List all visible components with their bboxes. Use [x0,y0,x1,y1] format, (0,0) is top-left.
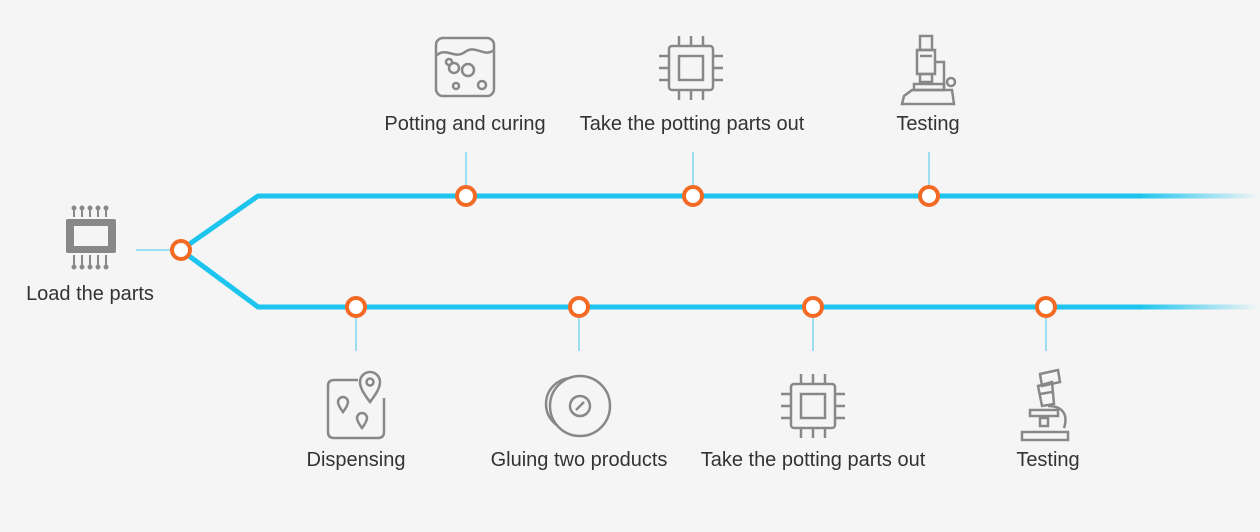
flow-lines [178,193,1143,310]
discs-icon [544,374,612,438]
microscope-icon-2 [1020,368,1070,442]
top-step-1-label: Potting and curing [384,113,546,135]
bottom-step-4-label: Testing [1016,449,1080,471]
processor-icon-2 [781,374,845,438]
potting-tray-icon [434,36,496,98]
start-label: Load the parts [26,283,154,305]
bottom-step-3-label: Take the potting parts out [700,449,926,471]
processor-icon [659,36,723,100]
microscope-icon [900,34,957,106]
bottom-step-1-label: Dispensing [306,449,406,471]
top-step-2-label: Take the potting parts out [579,113,805,135]
top-branch-line [178,193,1143,253]
node-start [170,239,192,261]
node-bottom-4 [1035,296,1057,318]
node-bottom-2 [568,296,590,318]
connectors [136,152,1047,351]
node-bottom-1 [345,296,367,318]
bottom-branch-line [178,247,1143,310]
top-line-fade [1138,193,1260,199]
nodes [170,185,1057,318]
chip-icon [66,205,116,270]
node-top-2 [682,185,704,207]
map-pins-icon [326,370,386,440]
node-bottom-3 [802,296,824,318]
bottom-line-fade [1138,304,1260,310]
node-top-3 [918,185,940,207]
top-step-3-label: Testing [896,113,960,135]
node-top-1 [455,185,477,207]
bottom-step-2-label: Gluing two products [490,449,668,471]
